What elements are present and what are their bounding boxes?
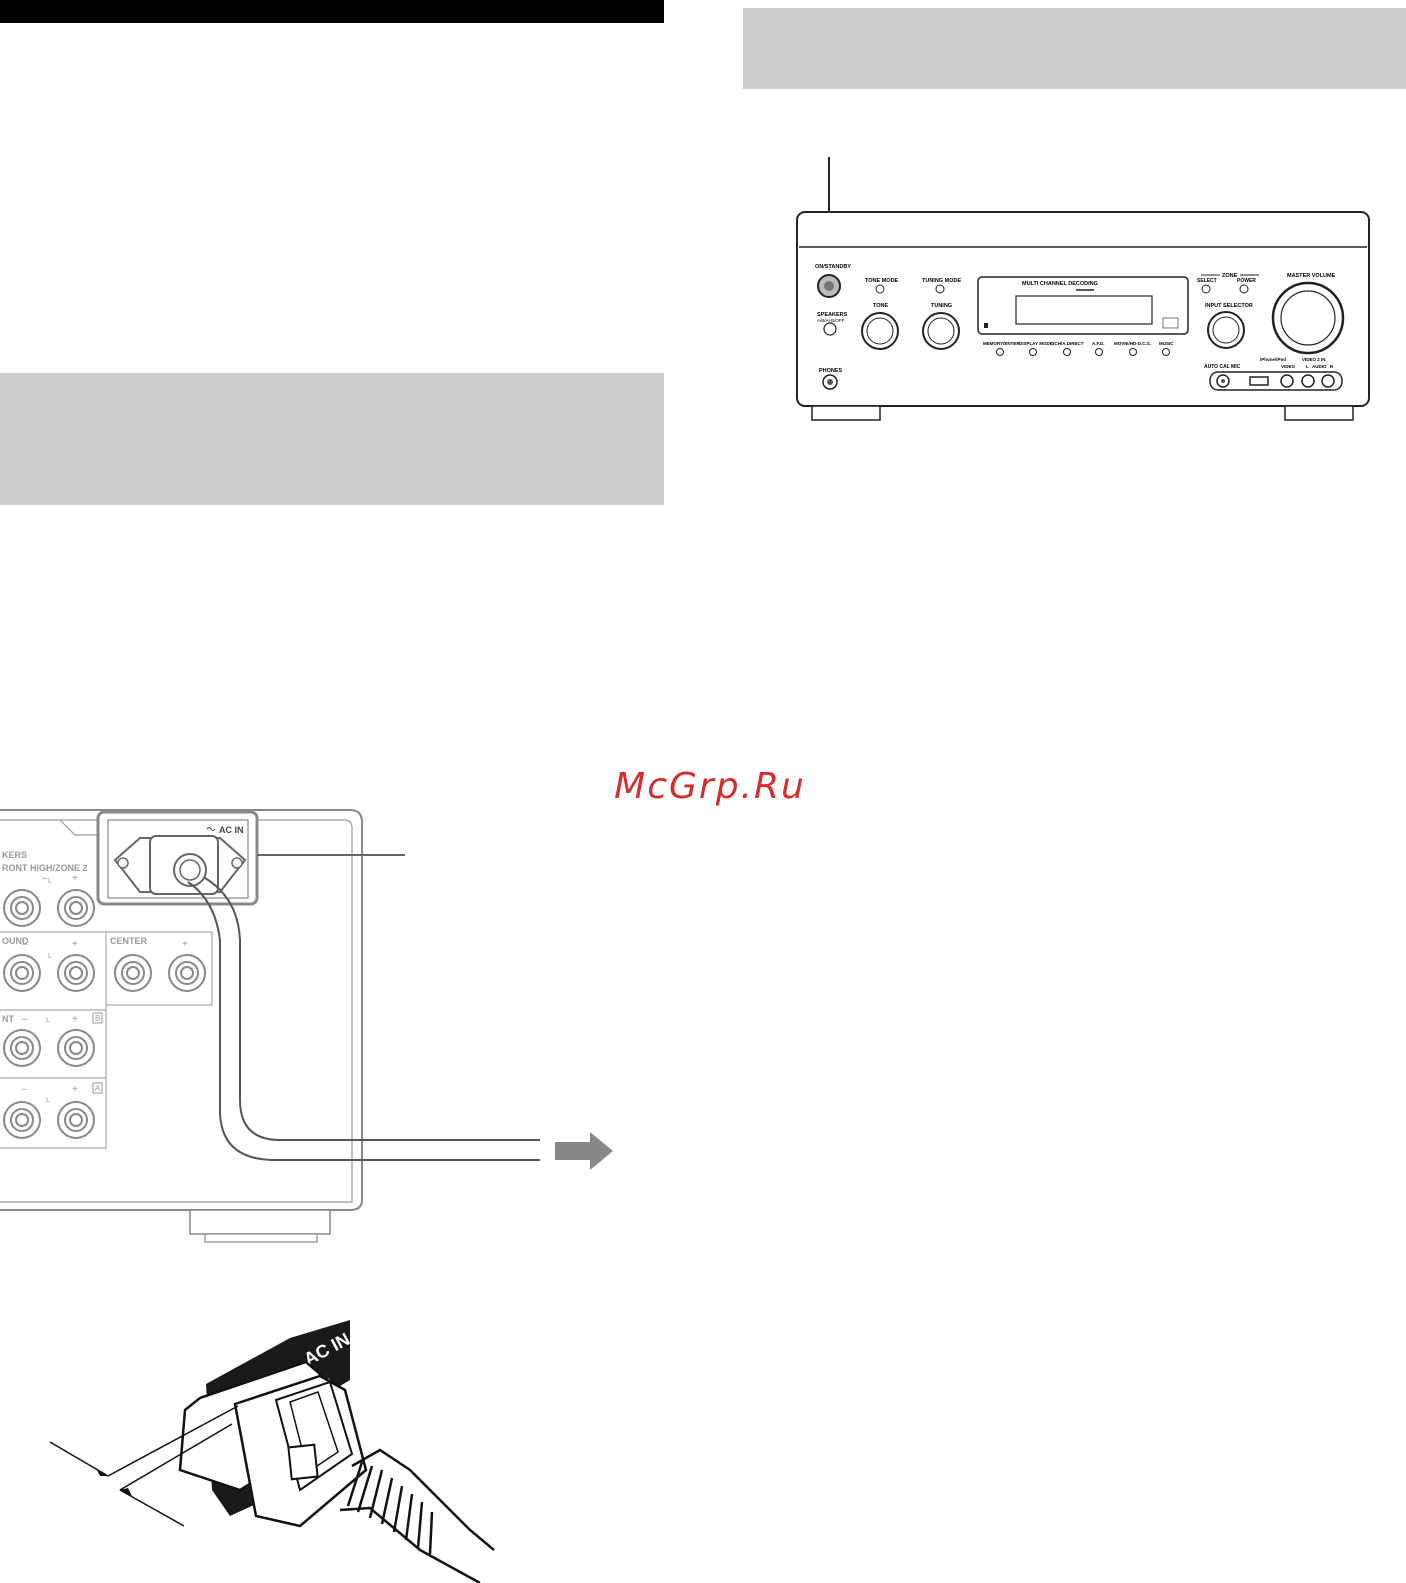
master-volume-knob [1271, 281, 1345, 355]
audio-label: AUDIO [1312, 364, 1327, 369]
ac-in-label: AC IN [219, 825, 244, 835]
rear-foot [189, 1209, 331, 1235]
front-button-row: MEMORY/ENTER DISPLAY MODE 2CH/A.DIRECT A… [983, 341, 1174, 356]
audio-l-label: L [1306, 364, 1309, 369]
speakers-sub-label: A/B/A+B/OFF [817, 318, 845, 323]
gap-line-lower [119, 1423, 233, 1491]
tone-mode-label: TONE MODE [865, 278, 899, 284]
movie-hd-dcs-label: MOVIE/HD-D.C.S. [1114, 341, 1151, 346]
tag-b: B [95, 1014, 100, 1023]
gap-line-upper [107, 1405, 239, 1477]
speakers-partial-label: KERS [2, 850, 27, 860]
plus-mark-4: + [72, 1084, 78, 1095]
2ch-adirect-label: 2CH/A.DIRECT [1052, 341, 1084, 346]
audio-r-label: R [1330, 364, 1334, 369]
speakers-label: SPEAKERS [817, 312, 848, 318]
on-standby-label: ON/STANDBY [815, 264, 851, 270]
master-volume-label: MASTER VOLUME [1287, 273, 1336, 279]
input-selector-label: INPUT SELECTOR [1205, 303, 1253, 309]
direction-arrow-icon [555, 1132, 613, 1170]
tuning-label: TUNING [931, 303, 952, 309]
plug-cable-upper [351, 1448, 495, 1551]
video-jack [1280, 374, 1294, 388]
display-mode-label: DISPLAY MODE [1019, 341, 1053, 346]
gap-arrow-lower [119, 1489, 185, 1527]
receiver-foot-right [1284, 405, 1354, 421]
surround-partial-label: OUND [2, 936, 29, 946]
left-mark-1: L [48, 878, 52, 885]
rear-panel-illustration: AC IN KERS RONT HIGH/ZONE 2 – L + OUND –… [0, 809, 613, 1243]
zone-power-label: POWER [1237, 278, 1256, 284]
power-cord-outer [187, 881, 540, 1161]
watermark: McGrp.Ru [614, 766, 806, 807]
minus-mark-4: – [22, 1084, 28, 1095]
section-header-bar [0, 0, 664, 23]
tone-label: TONE [873, 303, 889, 309]
tone-mode-button [875, 284, 885, 294]
iphone-ipod-label: iPhone/iPod [1260, 357, 1286, 362]
plus-mark-center: + [182, 939, 188, 950]
plus-mark-1: + [72, 873, 78, 884]
receiver-foot-left [811, 405, 881, 421]
audio-l-jack [1301, 374, 1315, 388]
left-mark-2: L [48, 953, 52, 960]
front-partial-label: NT [2, 1014, 14, 1024]
minus-mark-3: – [22, 1014, 28, 1025]
plus-mark-2: + [72, 939, 78, 950]
display-title: MULTI CHANNEL DECODING [1022, 281, 1098, 287]
memory-enter-label: MEMORY/ENTER [983, 341, 1020, 346]
audio-r-jack [1321, 374, 1335, 388]
usb-port [1249, 376, 1269, 386]
afd-label: A.F.D. [1092, 341, 1105, 346]
zone-select-button [1201, 284, 1211, 294]
zone-select-label: SELECT [1197, 278, 1217, 284]
center-label: CENTER [110, 936, 148, 946]
speaker-binding-posts [3, 889, 206, 1139]
tuning-mode-label: TUNING MODE [922, 278, 961, 284]
video-label: VIDEO [1281, 364, 1296, 369]
minus-mark-1: – [42, 873, 48, 884]
plug-detail-illustration: AC IN ~ [49, 1320, 495, 1583]
section-band-left [0, 373, 664, 505]
minus-mark-2: – [22, 939, 28, 950]
auto-cal-mic-label: AUTO CAL MIC [1204, 364, 1241, 370]
plus-mark-3: + [72, 1014, 78, 1025]
section-band-right [743, 8, 1406, 89]
phones-label: PHONES [819, 368, 843, 374]
cable-strain-relief [346, 1461, 434, 1555]
left-mark-4: L [46, 1097, 50, 1104]
front-high-zone2-label: RONT HIGH/ZONE 2 [2, 863, 88, 873]
left-mark-3: L [46, 1017, 50, 1024]
tag-a: A [95, 1084, 101, 1093]
zone-power-button [1239, 284, 1249, 294]
video2-in-label: VIDEO 2 IN [1302, 357, 1326, 362]
tuning-mode-button [935, 284, 945, 294]
rear-chassis [0, 809, 363, 1211]
zone-label: ZONE [1222, 273, 1238, 279]
power-cord-inner [204, 877, 540, 1141]
music-label: MUSIC [1159, 341, 1174, 346]
speakers-button [823, 322, 837, 336]
